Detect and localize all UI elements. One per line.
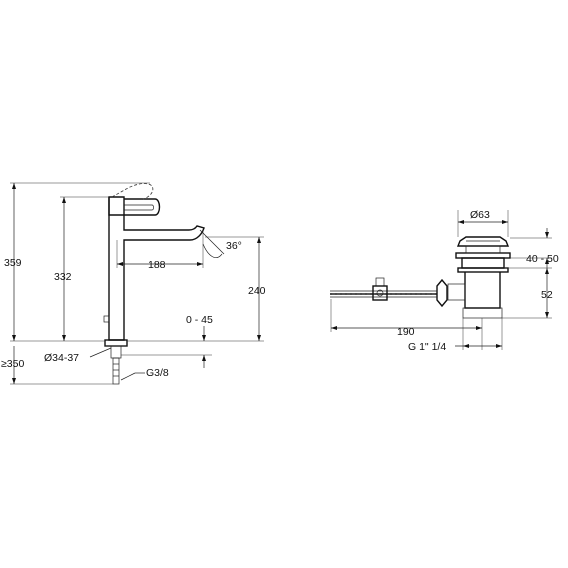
faucet-hose [112, 357, 120, 385]
dim-adjust-label: 40 - 50 [526, 253, 559, 265]
dim-52-label: 52 [541, 289, 553, 301]
dim-angle-arc [202, 243, 223, 258]
faucet-shank [110, 345, 122, 359]
waste-body-top [461, 257, 505, 269]
faucet-side-detail [103, 315, 110, 323]
waste-body [464, 272, 501, 309]
dim-332-label: 332 [54, 271, 72, 283]
dim-36-label: 36° [226, 240, 242, 252]
faucet-drawing: 359 332 188 36° 240 0 - 45 Ø34 [1, 182, 266, 385]
dim-0-45-label: 0 - 45 [186, 314, 213, 326]
faucet-lever [108, 197, 161, 216]
dim-plug-diameter-label: Ø63 [470, 209, 490, 221]
faucet-lever-inner [124, 204, 154, 211]
waste-plug-cap [456, 236, 510, 247]
dim-350-label: ≥350 [1, 358, 24, 370]
waste-rod-clamp [375, 277, 385, 287]
faucet-lever-raised [111, 183, 154, 201]
dim-connection-label: G3/8 [146, 367, 169, 379]
faucet-body [108, 196, 205, 341]
waste-flange [455, 252, 511, 259]
dim-359-label: 359 [4, 257, 22, 269]
dim-240-label: 240 [248, 285, 266, 297]
dim-190-label: 190 [397, 326, 415, 338]
waste-side-connector [447, 283, 466, 301]
waste-drawing: Ø63 40 - 50 52 190 G 1" 1/4 [330, 209, 559, 353]
dim-hole-diameter-label: Ø34-37 [44, 352, 79, 364]
waste-nut [457, 267, 509, 273]
dim-188-label: 188 [148, 259, 166, 271]
faucet-base [104, 339, 128, 347]
waste-outlet [462, 307, 503, 319]
waste-knob [436, 278, 448, 308]
dim-thread-label: G 1" 1/4 [408, 341, 446, 353]
waste-rod-block [372, 285, 388, 301]
